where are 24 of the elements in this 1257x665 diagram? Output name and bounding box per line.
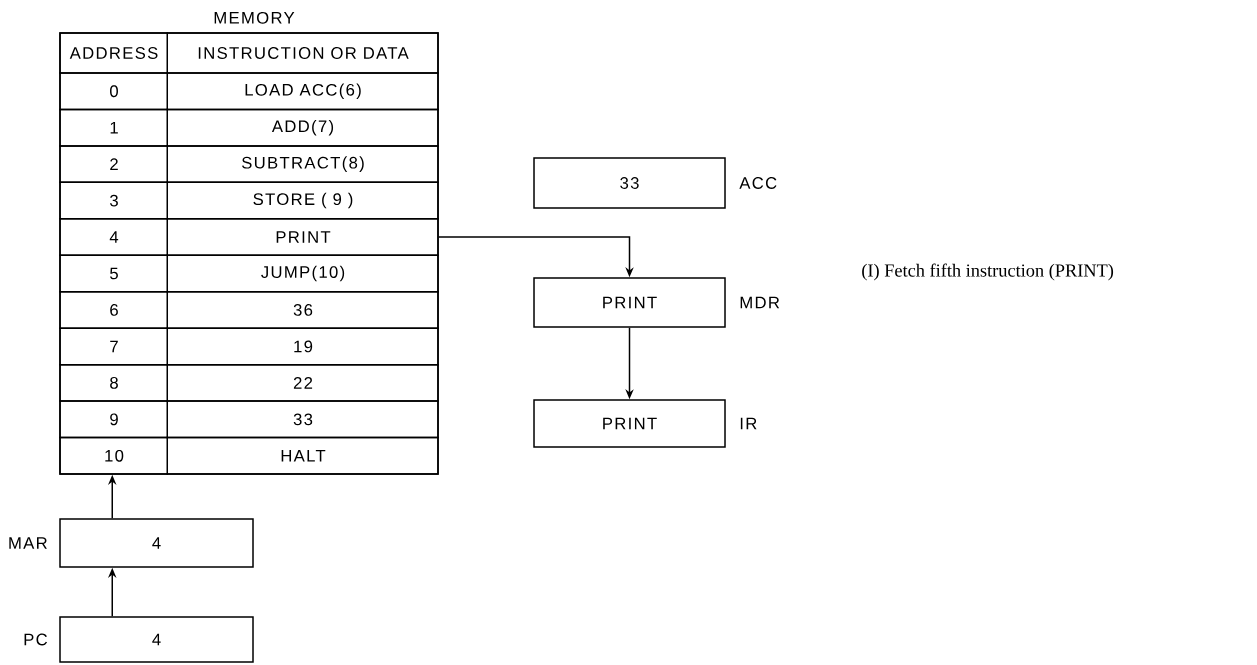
table-row: 4 PRINT [59,217,439,257]
register-name: MAR [9,537,47,549]
register-name: PC [24,633,48,646]
register-box: 33 [533,157,726,209]
table-row: 7 19 [59,326,439,367]
register-name: MDR [740,296,780,309]
table-row: 1 ADD(7) [59,107,439,148]
register-box: 4 [59,616,254,663]
register-name: IR [740,417,757,430]
table-row: 0 LOAD ACC(6) [59,71,439,111]
table-row: 3 STORE ( 9 ) [59,180,439,221]
table-row: 8 22 [59,363,439,403]
table-row: ADDRESS INSTRUCTION OR DATA [59,31,439,75]
table-row: 9 33 [59,399,439,440]
register-box: PRINT [533,277,726,328]
register-box: 4 [59,518,254,568]
table-row: 6 36 [59,290,439,330]
table-row: 5 JUMP(10) [59,253,439,294]
node-label: MEMORY [214,11,295,24]
table-row: 10 HALT [59,436,439,476]
register-name: ACC [739,177,777,189]
register-box: PRINT [533,399,726,448]
table-row: 2 SUBTRACT(8) [59,144,439,184]
caption: (I) Fetch fifth instruction (PRINT) [862,263,1114,281]
